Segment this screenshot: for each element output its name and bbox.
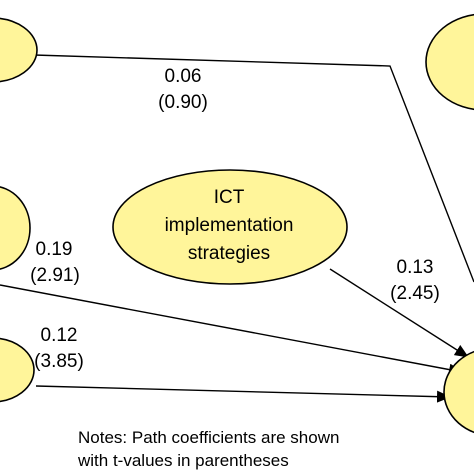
- edge-ict-strategies-to-outcome: [329, 268, 469, 358]
- coef-ict-strategies-tvalue: (2.45): [390, 283, 440, 304]
- ict-label-line-3: strategies: [188, 243, 270, 264]
- ict-label-line-1: ICT: [214, 187, 245, 208]
- edges: [0, 54, 474, 403]
- coef-middle-left: 0.19 (2.91): [30, 239, 80, 286]
- coef-middle-left-value: 0.19: [36, 239, 73, 260]
- notes: Notes: Path coefficients are shown with …: [77, 428, 339, 470]
- notes-line-1: Notes: Path coefficients are shown: [78, 428, 339, 447]
- node-top-right: [425, 13, 474, 111]
- coef-top: 0.06 (0.90): [158, 66, 208, 113]
- nodes: [0, 13, 474, 434]
- coef-top-tvalue: (0.90): [158, 92, 208, 113]
- coef-ict-strategies: 0.13 (2.45): [390, 257, 440, 304]
- node-top-left: [0, 17, 38, 83]
- notes-line-2: with t-values in parentheses: [77, 451, 289, 470]
- coef-lower-left-value: 0.12: [41, 325, 78, 346]
- ict-label-line-2: implementation: [165, 215, 294, 236]
- coef-lower-left: 0.12 (3.85): [34, 325, 84, 372]
- edge-lower-left-to-outcome: [35, 385, 451, 403]
- node-ict-strategies: [112, 169, 348, 285]
- coef-ict-strategies-value: 0.13: [397, 257, 434, 278]
- node-bottom-right: [443, 350, 474, 434]
- node-middle-left: [0, 186, 31, 270]
- edge-top-left-to-outcome: [33, 54, 474, 283]
- coef-top-value: 0.06: [165, 66, 202, 87]
- node-ict-strategies-label: ICT implementation strategies: [165, 187, 294, 264]
- node-lower-left: [0, 337, 35, 403]
- coef-lower-left-tvalue: (3.85): [34, 351, 84, 372]
- coef-middle-left-tvalue: (2.91): [30, 265, 80, 286]
- edge-middle-left-to-outcome: [0, 284, 463, 376]
